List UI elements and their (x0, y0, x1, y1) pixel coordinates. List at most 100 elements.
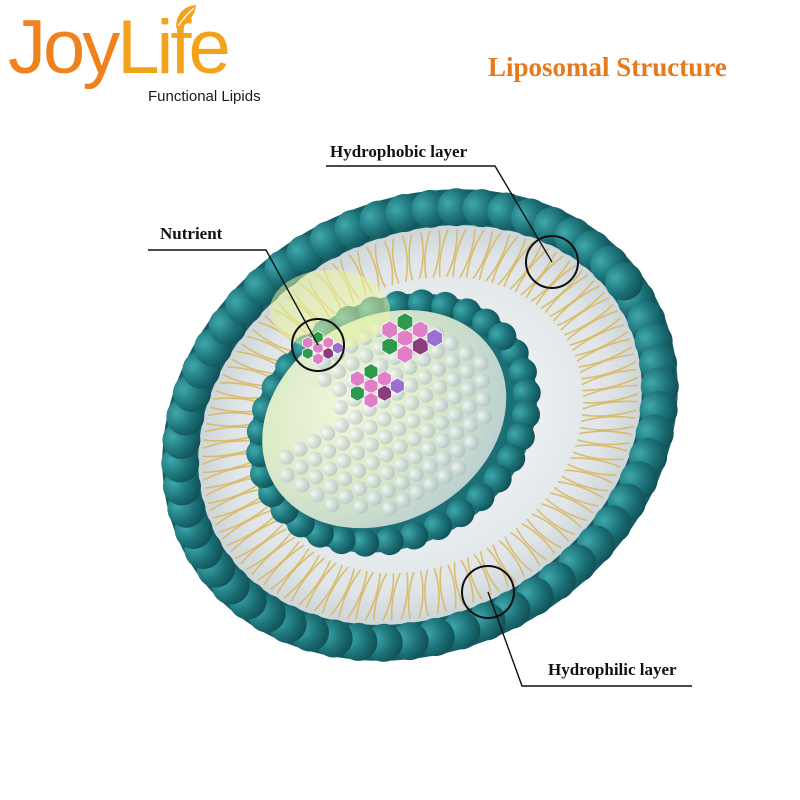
core-pearl (321, 443, 337, 459)
core-pearl (307, 451, 323, 467)
core-pearl (306, 433, 322, 449)
lipid-tail (400, 572, 409, 621)
lipid-tail (536, 508, 576, 536)
lipid-tail (545, 497, 588, 522)
lipid-head-inner (424, 512, 453, 541)
core-pearl (334, 417, 350, 433)
lipid-tail (418, 570, 424, 618)
core-pearl (460, 381, 476, 397)
lipid-tail (582, 392, 639, 404)
lipid-tail (560, 297, 610, 331)
core-pearl (293, 459, 309, 475)
lipid-tail (581, 368, 637, 386)
core-pearl (294, 477, 310, 493)
nutrient-hexagon (396, 344, 414, 364)
lipid-tail (580, 425, 635, 431)
core-pearl (351, 463, 367, 479)
core-pearl (458, 345, 474, 361)
lipid-tail (479, 551, 501, 592)
lipid-tail (510, 531, 541, 567)
lipid-tail (432, 229, 441, 278)
lipid-tail (581, 415, 636, 423)
lipid-tail (540, 269, 584, 310)
brand-logo: JoyLife Functional Lipids (0, 0, 300, 120)
lipid-tail (338, 569, 362, 618)
label-hydrophilic-layer: Hydrophilic layer (548, 660, 677, 679)
core-pearl (338, 489, 354, 505)
core-glow (270, 270, 390, 350)
lipid-tail (509, 244, 542, 291)
nutrient-hexagon (332, 341, 344, 355)
lipid-tail (582, 376, 638, 392)
lipid-tail (252, 328, 295, 353)
lipid-tail (401, 235, 409, 282)
core-pearl (451, 460, 467, 476)
lipid-tail (521, 522, 556, 555)
lipid-tail (433, 568, 440, 615)
lipid-tail (535, 264, 577, 306)
core-pearl (476, 409, 492, 425)
core-pearl (436, 451, 452, 467)
core-pearl (459, 363, 475, 379)
core-pearl (376, 411, 392, 427)
lipid-tail (364, 572, 381, 621)
lipid-head-inner (400, 521, 429, 550)
lipid-head-inner (351, 528, 380, 557)
core-pearl (473, 355, 489, 371)
lipid-tail (438, 229, 449, 278)
lipid-tail (374, 243, 387, 288)
core-pearl (416, 351, 432, 367)
core-pearl (317, 372, 333, 388)
core-pearl (379, 465, 395, 481)
core-pearl (309, 487, 325, 503)
lipid-tail (576, 338, 631, 363)
lipid-tail (390, 572, 401, 621)
lipid-tail (557, 291, 605, 327)
brand-wordmark-life: Life (117, 5, 231, 90)
core-pearl (433, 397, 449, 413)
core-pearl (324, 497, 340, 513)
lipid-tail (251, 536, 296, 576)
lipid-tail (557, 481, 604, 500)
core-pearl (322, 461, 338, 477)
nutrient-hexagon (363, 391, 379, 409)
lipid-tail (445, 229, 458, 278)
lipid-tail (561, 475, 609, 492)
callout-nutrient (148, 249, 345, 372)
lipid-tail (486, 547, 509, 587)
nutrient-hexagon (381, 320, 398, 340)
core-pearl (447, 389, 463, 405)
lipid-tail (290, 557, 326, 602)
core-pearl (405, 413, 421, 429)
core-pearl (349, 427, 365, 443)
callout-hydrophobic (326, 165, 579, 289)
core-pearl (378, 447, 394, 463)
core-pearl (443, 335, 459, 351)
core-pearl (377, 429, 393, 445)
core-pearl (292, 441, 308, 457)
core-pearl (419, 405, 435, 421)
core-pearl (448, 407, 464, 423)
core-pearl (407, 449, 423, 465)
callout-hydrophilic (461, 565, 692, 687)
core-pearl (403, 377, 419, 393)
core-pearl (331, 382, 347, 398)
core-pearl (352, 481, 368, 497)
core-pearl (449, 425, 465, 441)
core-pearl (353, 499, 369, 515)
lipid-tail (447, 564, 457, 610)
nutrient-hexagon (390, 377, 405, 395)
lipid-tail (407, 571, 415, 620)
lipid-tail (459, 229, 476, 278)
lipid-tail (515, 527, 548, 561)
lipid-tail (373, 572, 388, 621)
lipid-tail (525, 255, 564, 299)
lipid-tail (582, 384, 638, 398)
lipid-tail (355, 571, 375, 620)
label-nutrient: Nutrient (160, 224, 223, 243)
core-pearl (323, 479, 339, 495)
core-pearl (420, 423, 436, 439)
lipid-tail (408, 233, 414, 281)
lipid-head-inner (431, 291, 460, 320)
nutrient-hexagon (312, 352, 324, 366)
